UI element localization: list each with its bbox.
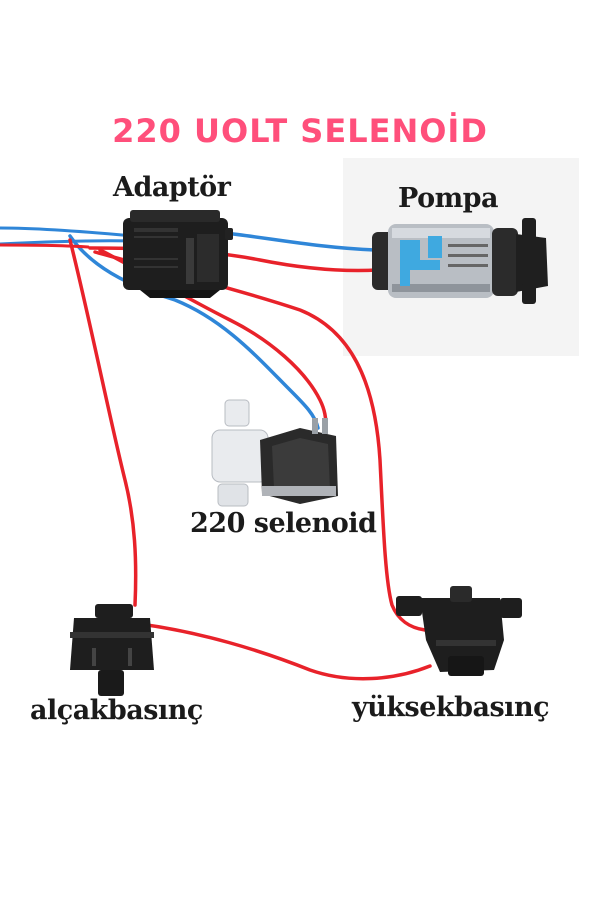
red-wire-low-pressure: [68, 238, 138, 607]
blue-wire-mains-1: [0, 226, 135, 238]
solenoid-valve-icon: [211, 399, 338, 507]
solenoid-label: 220 selenoid: [190, 508, 377, 539]
adaptor-icon: [123, 210, 233, 298]
red-wire-mains: [0, 243, 90, 249]
blue-wire-pump: [223, 231, 377, 252]
pump-label: Pompa: [398, 183, 499, 214]
low-pressure-label: alçakbasınç: [30, 695, 203, 726]
red-wire-switch-link: [138, 622, 432, 681]
blue-wire-solenoid: [68, 234, 320, 430]
diagram-title: 220 UOLT SELENOİD: [112, 112, 488, 150]
adaptor-label: Adaptör: [113, 172, 231, 203]
blue-wire-mains-2: [0, 239, 135, 246]
high-pressure-switch-icon: [396, 586, 522, 676]
high-pressure-label: yüksekbasınç: [352, 692, 550, 723]
low-pressure-switch-icon: [70, 604, 154, 696]
pump-icon: [372, 218, 548, 304]
